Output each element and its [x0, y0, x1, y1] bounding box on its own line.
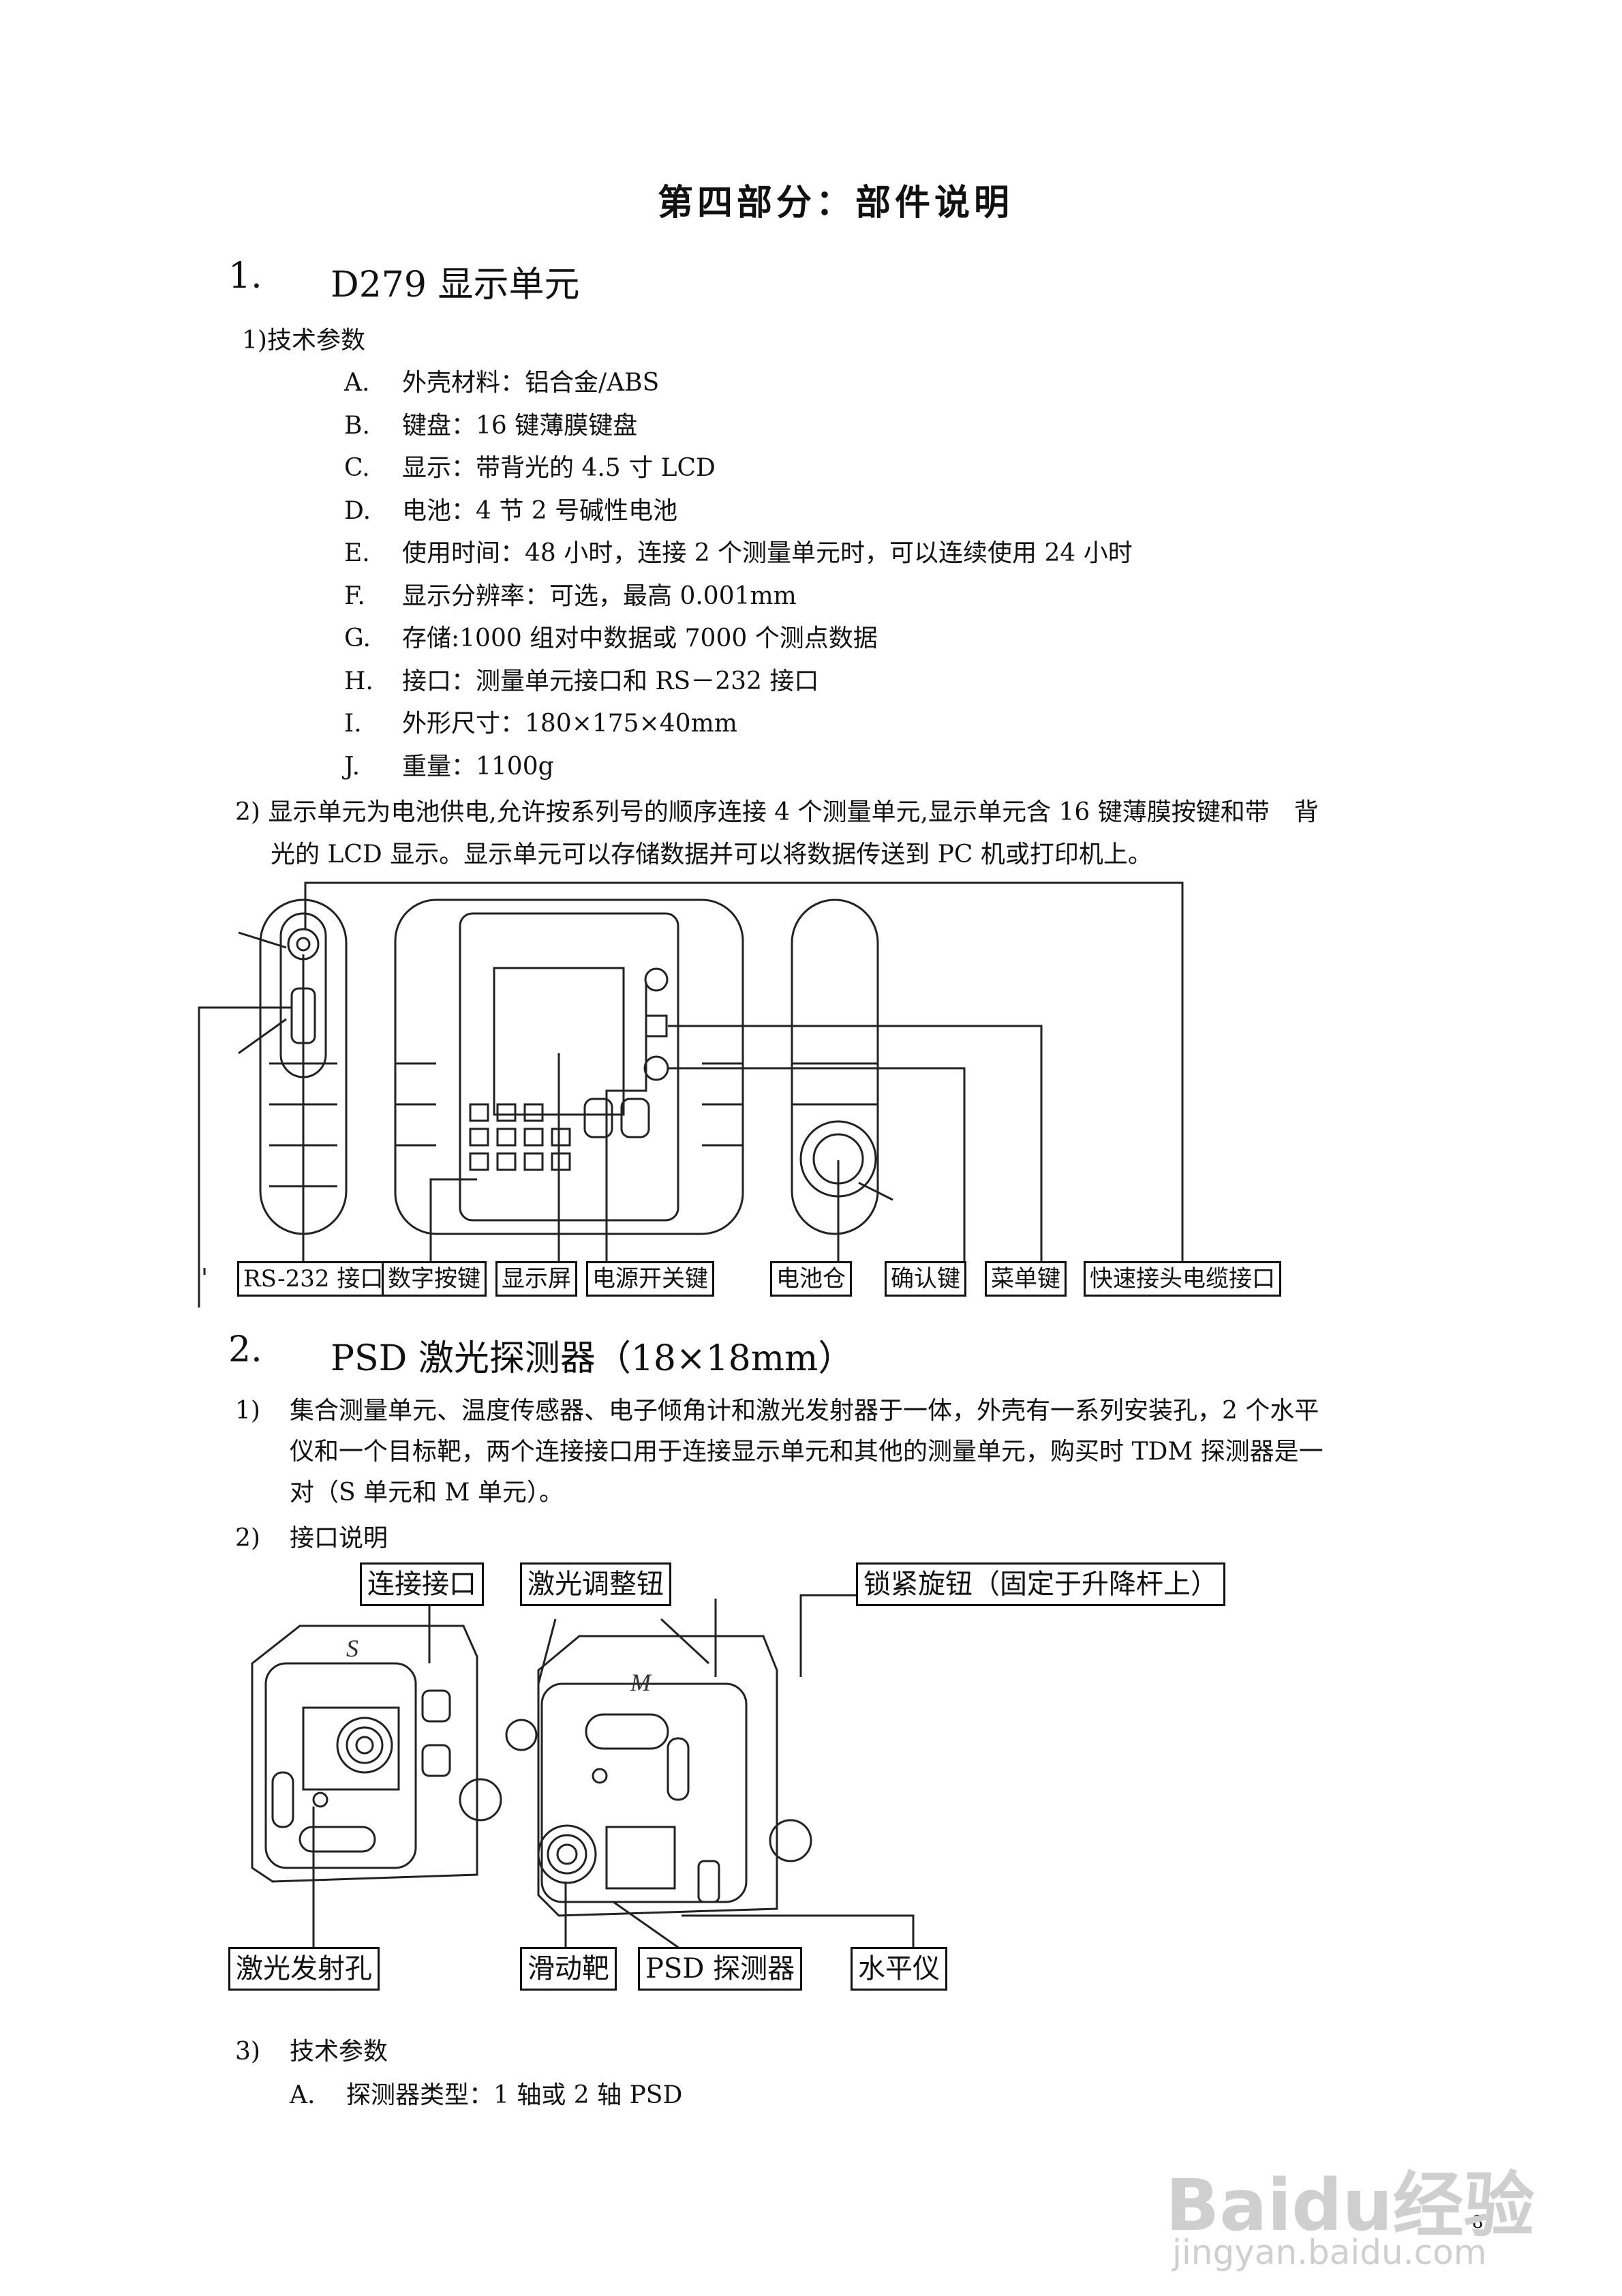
watermark-logo: Baidu经验 — [1165, 2164, 1535, 2247]
spec-item-key: A. — [344, 369, 370, 397]
spec-item-value: 存储:1000 组对中数据或 7000 个测点数据 — [402, 624, 878, 652]
display-unit-side-view-right — [791, 898, 879, 1235]
desc-line-2: 光的 LCD 显示。显示单元可以存储数据并可以将数据传送到 PC 机或打印机上。 — [271, 841, 1152, 868]
para2-number: 2) — [235, 1524, 260, 1552]
label-power-key: 电源开关键 — [586, 1261, 714, 1297]
section1-number: 1. — [228, 256, 262, 297]
label-numeric-keys: 数字按键 — [382, 1261, 487, 1297]
watermark-url: jingyan.baidu.com — [1172, 2233, 1487, 2272]
para2-text: 接口说明 — [290, 1524, 388, 1552]
spec-item-value: 键盘：16 键薄膜键盘 — [402, 411, 638, 440]
label-laser-emitter-hole: 激光发射孔 — [228, 1947, 380, 1991]
section2-heading: PSD 激光探测器（18×18mm） — [331, 1338, 854, 1379]
spec-item-key: C. — [344, 454, 370, 482]
spec-item-key: G. — [344, 624, 371, 652]
s-unit-letter: S — [346, 1635, 358, 1662]
spec-item-value: 电池：4 节 2 号碱性电池 — [402, 496, 678, 525]
desc-line-1: 2) 显示单元为电池供电,允许按系列号的顺序连接 4 个测量单元,显示单元含 1… — [235, 798, 1319, 826]
spec-item-key: D. — [344, 496, 371, 525]
spec-item-key: H. — [344, 667, 373, 695]
para1-line-1: 集合测量单元、温度传感器、电子倾角计和激光发射器于一体，外壳有一系列安装孔，2 … — [290, 1397, 1319, 1425]
para1-line-2: 仪和一个目标靶，两个连接接口用于连接显示单元和其他的测量单元，购买时 TDM 探… — [290, 1438, 1323, 1466]
spec-item-key: I. — [344, 710, 362, 738]
display-unit-front-view — [394, 898, 744, 1235]
psd-m-unit — [537, 1635, 778, 1917]
label-psd-detector: PSD 探测器 — [638, 1947, 803, 1991]
page-number: 8 — [1472, 2212, 1484, 2233]
spec-item-value: 外壳材料：铝合金/ABS — [402, 369, 660, 397]
label-connection-port: 连接接口 — [360, 1562, 484, 1606]
label-menu-key: 菜单键 — [985, 1261, 1067, 1297]
psd-s-unit — [251, 1625, 478, 1883]
numeric-keypad — [469, 1103, 571, 1171]
label-laser-adjust-knob: 激光调整钮 — [520, 1562, 671, 1606]
spec-item-value: 显示分辨率：可选，最高 0.001mm — [402, 581, 797, 610]
label-confirm-key: 确认键 — [885, 1261, 966, 1297]
spec-item-value: 使用时间：48 小时，连接 2 个测量单元时，可以连续使用 24 小时 — [402, 539, 1133, 567]
section2-number: 2. — [228, 1329, 262, 1370]
para3-number: 3) — [235, 2038, 260, 2066]
label-sliding-target: 滑动靶 — [520, 1947, 617, 1991]
m-unit-letter: M — [630, 1669, 652, 1696]
spec-item-value: 外形尺寸：180×175×40mm — [402, 710, 737, 738]
page-title: 第四部分：部件说明 — [658, 182, 1014, 224]
spec-item-value: 重量：1100g — [402, 752, 554, 781]
detector-type-value: 探测器类型：1 轴或 2 轴 PSD — [346, 2081, 683, 2109]
label-quick-connector: 快速接头电缆接口 — [1084, 1261, 1281, 1297]
spec-item-value: 接口：测量单元接口和 RS－232 接口 — [402, 667, 819, 695]
spec-item-key: F. — [344, 581, 365, 610]
label-level: 水平仪 — [851, 1947, 947, 1991]
detector-type-key: A. — [290, 2081, 316, 2109]
section1-heading: D279 显示单元 — [331, 265, 580, 305]
para1-line-3: 对（S 单元和 M 单元）。 — [290, 1479, 564, 1507]
spec-item-value: 显示：带背光的 4.5 寸 LCD — [402, 454, 716, 482]
para1-number: 1) — [235, 1397, 260, 1425]
label-display-screen: 显示屏 — [495, 1261, 577, 1297]
label-battery-compartment: 电池仓 — [770, 1261, 852, 1297]
spec-item-key: J. — [344, 752, 361, 781]
para3-text: 技术参数 — [290, 2038, 388, 2066]
power-key — [644, 967, 669, 992]
spec-item-key: E. — [344, 539, 370, 567]
tech-params-title: 1)技术参数 — [242, 327, 365, 354]
label-lock-knob: 锁紧旋钮（固定于升降杆上） — [856, 1562, 1225, 1606]
spec-item-key: B. — [344, 411, 370, 440]
